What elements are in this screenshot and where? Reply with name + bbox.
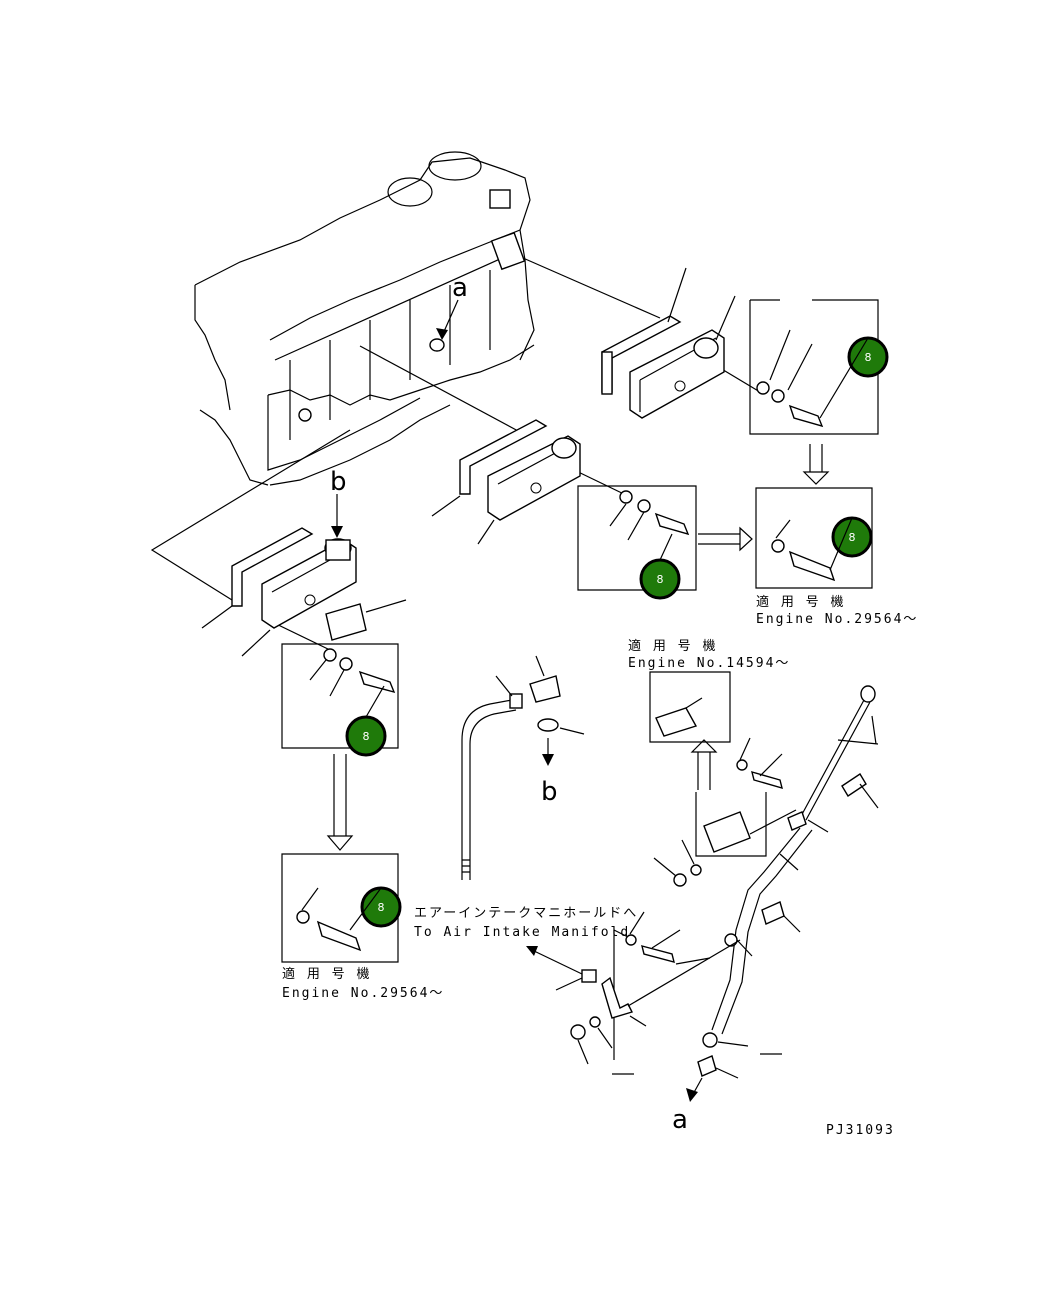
callout-b-top-label: b	[330, 467, 347, 497]
badge-left: 8	[345, 715, 387, 757]
torque-badges: 8 8 8 8 8	[345, 336, 889, 931]
bracket-assembly-lower: エアーインテークマニホールドへ To Air Intake Manifold	[414, 906, 741, 1075]
cover-assembly-left	[201, 527, 407, 657]
svg-text:8: 8	[657, 573, 664, 586]
svg-text:8: 8	[378, 901, 385, 914]
callout-a-bottom-label: a	[672, 1105, 688, 1135]
detail-box-bracket-14594: 適 用 号 機 Engine No.14594～	[628, 638, 790, 790]
svg-text:8: 8	[363, 730, 370, 743]
badge-middle: 8	[639, 558, 681, 600]
note-to-manifold-en: To Air Intake Manifold	[414, 925, 630, 940]
bracket-assembly-upper	[653, 737, 797, 887]
note-applicable-jp-3: 適 用 号 機	[282, 966, 371, 982]
dipstick-assembly: a	[672, 685, 879, 1135]
callout-b-top: b	[330, 467, 347, 538]
svg-text:8: 8	[865, 351, 872, 364]
detail-box-upper-right	[749, 299, 879, 485]
badge-upper-right: 8	[847, 336, 889, 378]
note-engine-no-3: Engine No.29564～	[282, 986, 444, 1001]
detail-box-lower-left-29564: 適 用 号 機 Engine No.29564～	[281, 853, 444, 1001]
note-engine-no-1: Engine No.29564～	[756, 612, 918, 627]
callout-a-top: a	[436, 273, 468, 340]
note-engine-no-2: Engine No.14594～	[628, 656, 790, 671]
note-applicable-jp-1: 適 用 号 機	[756, 594, 845, 610]
note-applicable-jp-2: 適 用 号 機	[628, 638, 717, 654]
note-to-manifold-jp: エアーインテークマニホールドへ	[414, 906, 638, 921]
breather-tube-assembly: b	[461, 655, 585, 880]
callout-b-bottom-label: b	[541, 777, 558, 807]
detail-box-middle	[577, 485, 753, 591]
detail-box-left	[281, 643, 399, 851]
cover-assembly-upper-right	[601, 267, 736, 419]
cover-assembly-middle	[431, 419, 581, 545]
callout-a-top-label: a	[452, 273, 468, 303]
engine-block	[194, 151, 535, 486]
drawing-code: PJ31093	[826, 1123, 895, 1138]
detail-box-right-29564: 適 用 号 機 Engine No.29564～	[755, 487, 918, 627]
svg-text:8: 8	[849, 531, 856, 544]
